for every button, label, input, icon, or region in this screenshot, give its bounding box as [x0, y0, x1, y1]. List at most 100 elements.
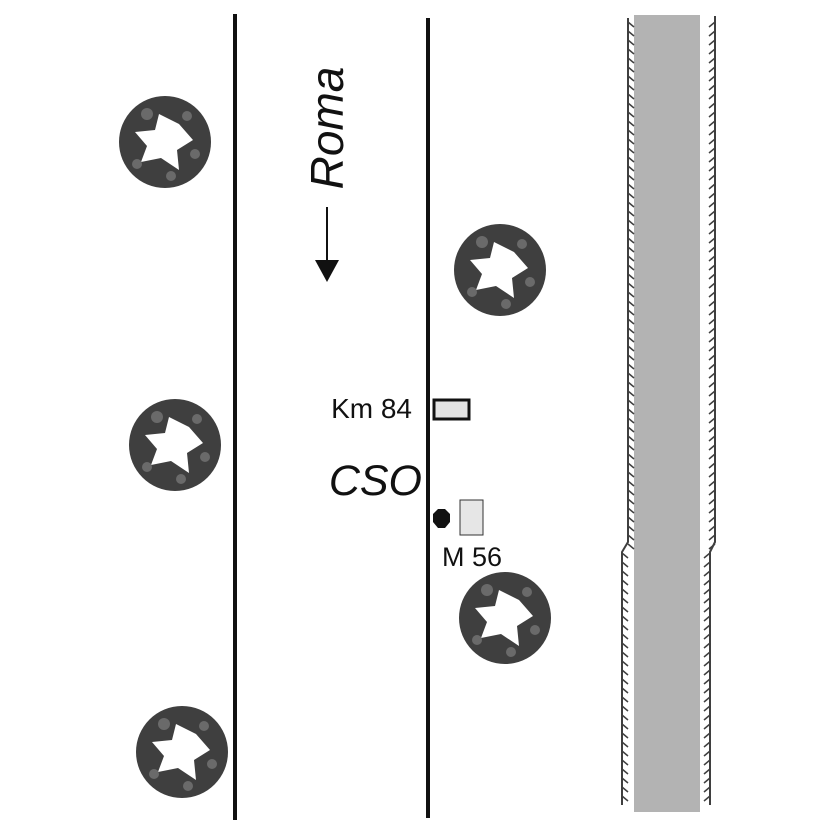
embankment-tick	[708, 309, 716, 316]
embankment-tick	[627, 57, 635, 64]
tree-icon	[129, 399, 221, 491]
embankment-tick	[708, 516, 716, 523]
embankment-tick	[708, 354, 716, 361]
embankment-tick	[708, 102, 716, 109]
embankment-tick	[621, 732, 629, 739]
embankment-tick	[708, 282, 716, 289]
embankment-tick	[627, 354, 635, 361]
embankment-tick	[708, 471, 716, 478]
embankment-tick	[703, 732, 711, 739]
embankment-tick	[627, 147, 635, 154]
embankment-tick	[627, 66, 635, 73]
embankment-tick	[621, 714, 629, 721]
embankment-tick	[703, 579, 711, 586]
embankment-tick	[708, 75, 716, 82]
embankment-tick	[627, 372, 635, 379]
embankment-tick	[703, 552, 711, 559]
direction-label: Roma	[301, 66, 353, 190]
embankment-tick	[708, 453, 716, 460]
embankment-tick	[708, 426, 716, 433]
tree-icon	[136, 706, 228, 798]
embankment-tick	[627, 462, 635, 469]
embankment-tick	[708, 30, 716, 37]
embankment-tick	[627, 480, 635, 487]
embankment-tick	[627, 291, 635, 298]
embankment-tick	[708, 381, 716, 388]
embankment-tick	[708, 318, 716, 325]
embankment-tick	[627, 120, 635, 127]
embankment-tick	[627, 408, 635, 415]
embankment-tick	[703, 786, 711, 793]
embankment-tick	[621, 759, 629, 766]
embankment-tick	[627, 426, 635, 433]
embankment-tick	[703, 714, 711, 721]
embankment-tick	[627, 30, 635, 37]
embankment-tick	[627, 534, 635, 541]
embankment-tick	[627, 39, 635, 46]
embankment-tick	[627, 309, 635, 316]
embankment-tick	[621, 741, 629, 748]
tree-icon	[454, 224, 546, 316]
embankment-tick	[708, 111, 716, 118]
embankment-tick	[627, 111, 635, 118]
embankment-tick	[621, 750, 629, 757]
embankment-tick	[627, 201, 635, 208]
embankment-tick	[627, 453, 635, 460]
embankment-tick	[621, 633, 629, 640]
embankment-tick	[703, 588, 711, 595]
embankment-tick	[627, 318, 635, 325]
embankment-tick	[627, 75, 635, 82]
embankment-tick	[708, 327, 716, 334]
embankment-tick	[703, 678, 711, 685]
embankment-tick	[703, 633, 711, 640]
station-label: CSO	[328, 457, 422, 505]
embankment-tick	[627, 48, 635, 55]
embankment-tick	[708, 156, 716, 163]
embankment-tick	[708, 363, 716, 370]
embankment-tick	[708, 174, 716, 181]
embankment-tick	[708, 129, 716, 136]
tree-icon	[459, 572, 551, 664]
embankment-tick	[627, 300, 635, 307]
embankment-tick	[621, 570, 629, 577]
embankment-tick	[708, 21, 716, 28]
embankment-tick	[708, 48, 716, 55]
embankment-tick	[708, 462, 716, 469]
embankment-tick	[627, 543, 635, 550]
embankment-tick	[708, 228, 716, 235]
embankment-tick	[708, 390, 716, 397]
embankment-tick	[627, 489, 635, 496]
embankment-tick	[621, 579, 629, 586]
embankment-tick	[708, 165, 716, 172]
embankment-tick	[621, 786, 629, 793]
embankment-tick	[703, 624, 711, 631]
embankment-ticks	[621, 21, 716, 802]
embankment-tick	[708, 255, 716, 262]
embankment-tick	[621, 624, 629, 631]
embankment-tick	[708, 264, 716, 271]
embankment-tick	[627, 129, 635, 136]
embankment-tick	[627, 255, 635, 262]
embankment-tick	[708, 84, 716, 91]
embankment-tick	[708, 399, 716, 406]
embankment-tick	[627, 156, 635, 163]
embankment-tick	[627, 336, 635, 343]
embankment-band	[634, 15, 700, 812]
embankment-tick	[708, 417, 716, 424]
embankment-tick	[627, 345, 635, 352]
embankment-tick	[703, 750, 711, 757]
embankment-tick	[621, 795, 629, 802]
embankment-tick	[703, 696, 711, 703]
embankment-tick	[627, 471, 635, 478]
embankment-tick	[627, 327, 635, 334]
embankment-tick	[621, 597, 629, 604]
tree-icon	[119, 96, 211, 188]
embankment-tick	[708, 138, 716, 145]
embankment-tick	[703, 561, 711, 568]
embankment-tick	[627, 174, 635, 181]
embankment-tick	[703, 615, 711, 622]
embankment-tick	[708, 300, 716, 307]
embankment-tick	[703, 669, 711, 676]
embankment-tick	[703, 741, 711, 748]
